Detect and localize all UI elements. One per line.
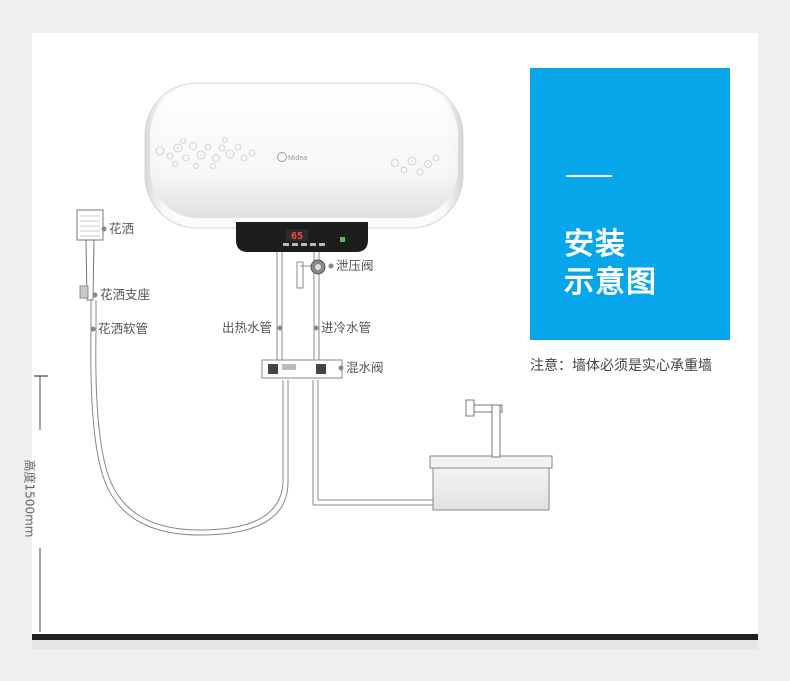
wall-note: 注意：墙体必须是实心承重墙 bbox=[530, 358, 712, 374]
label-mix-valve: 混水阀 bbox=[346, 360, 384, 375]
title-line-1: 安装 bbox=[564, 227, 626, 262]
relief-valve bbox=[296, 259, 326, 289]
title-card-bar bbox=[566, 175, 612, 177]
floor-strip bbox=[32, 640, 758, 649]
height-indicator bbox=[34, 375, 48, 632]
temp-display bbox=[286, 229, 308, 241]
leader-dots bbox=[90, 226, 344, 371]
water-heater: Midea bbox=[144, 82, 464, 252]
pipes bbox=[90, 252, 436, 536]
label-hot-out: 出热水管 bbox=[222, 320, 273, 335]
sink-basin bbox=[429, 399, 553, 511]
label-relief-valve: 泄压阀 bbox=[336, 258, 374, 273]
shower-head bbox=[76, 209, 104, 301]
display-temperature: 65 bbox=[291, 231, 304, 242]
midea-logo: Midea bbox=[277, 152, 307, 162]
flower-pattern bbox=[155, 137, 440, 176]
title-card: 安装 示意图 bbox=[530, 68, 730, 340]
title-line-2: 示意图 bbox=[564, 265, 657, 300]
label-shower-holder: 花洒支座 bbox=[100, 287, 151, 302]
label-cold-in: 进冷水管 bbox=[321, 320, 372, 335]
floor-line bbox=[32, 634, 758, 640]
shower-holder bbox=[79, 285, 89, 299]
brand-text: Midea bbox=[288, 155, 307, 162]
power-indicator bbox=[340, 237, 345, 242]
mixing-valve bbox=[261, 359, 343, 379]
label-height: 高度1500mm bbox=[22, 459, 37, 538]
control-buttons bbox=[283, 243, 325, 246]
label-shower-hose: 花洒软管 bbox=[98, 321, 149, 336]
label-shower-head: 花洒 bbox=[109, 221, 135, 236]
faucet bbox=[465, 399, 503, 458]
